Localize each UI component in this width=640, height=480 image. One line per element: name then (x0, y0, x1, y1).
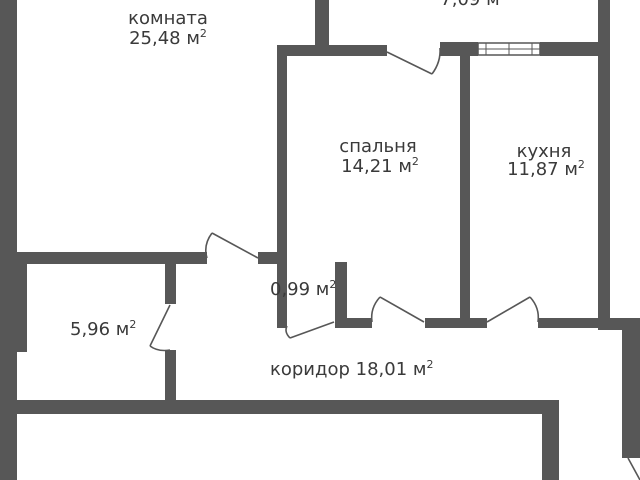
wall-kitchen-right (598, 50, 610, 330)
wall-top-right-seg (540, 42, 610, 56)
wall-bath-right-upper (165, 264, 176, 304)
door-bedroom-top (386, 51, 433, 75)
wall-top-mid (440, 42, 478, 56)
living-room-area: 25,48 м2 (129, 27, 207, 49)
wall-left-outer (0, 0, 17, 480)
door-bottom-right (627, 457, 640, 480)
wall-top-right (598, 0, 610, 50)
door-living (211, 232, 259, 259)
wall-living-bottom-right (258, 252, 287, 264)
bedroom-area: 14,21 м2 (341, 155, 419, 177)
kitchen-name: кухня (516, 141, 572, 162)
wall-corridor-top-mid (425, 318, 487, 328)
wall-top-left (315, 0, 329, 50)
window (477, 42, 541, 56)
doors (149, 47, 640, 480)
living-room-name: комната (128, 8, 208, 29)
wall-bedroom-left (277, 45, 287, 328)
door-closet (289, 321, 335, 339)
wall-corridor-top-right (538, 318, 610, 328)
bath-area: 5,96 м2 (70, 318, 137, 340)
bedroom-name: спальня (339, 136, 417, 157)
wall-bath-right-lower (165, 350, 176, 402)
wall-bottom (17, 400, 559, 414)
wall-top-bedroom-left (277, 45, 387, 56)
wall-right-lower (622, 318, 640, 458)
top-room-area: 7,09 м (440, 0, 499, 9)
door-kitchen (486, 296, 531, 323)
door-bath (149, 304, 171, 347)
wall-closet-right (335, 262, 347, 328)
corridor-label: коридор 18,01 м2 (270, 358, 434, 380)
wall-closet-bottom (335, 318, 372, 328)
wall-bottom-right-down (542, 400, 559, 480)
door-bedroom-corridor (379, 296, 425, 323)
kitchen-area: 11,87 м2 (507, 158, 585, 180)
closet-area: 0,99 м2 (270, 278, 337, 300)
wall-left-bath (17, 262, 27, 352)
wall-bedroom-kitchen (460, 56, 470, 326)
wall-living-bottom-left (17, 252, 207, 264)
